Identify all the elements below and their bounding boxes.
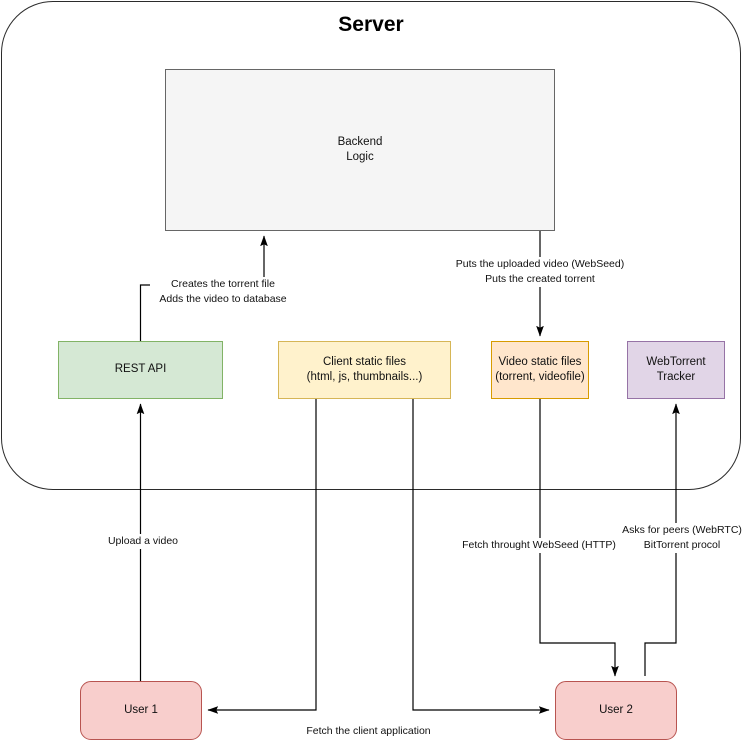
node-rest-api[interactable]: REST API (58, 341, 223, 399)
node-backend-logic-label: Backend Logic (337, 135, 383, 163)
node-client-static-files[interactable]: Client static files (html, js, thumbnail… (278, 341, 451, 399)
node-user-1[interactable]: User 1 (80, 681, 202, 740)
node-client-static-files-label: Client static files (html, js, thumbnail… (306, 355, 423, 383)
node-rest-api-label: REST API (114, 363, 167, 376)
node-video-static-files-label: Video static files (torrent, videofile) (495, 355, 585, 383)
server-boundary-container (1, 1, 741, 490)
edge-label-creates-torrent: Creates the torrent file Adds the video … (150, 277, 296, 307)
node-user-1-label: User 1 (124, 703, 158, 716)
edge-label-puts-video: Puts the uploaded video (WebSeed) Puts t… (422, 257, 658, 287)
edge-label-fetch-webseed: Fetch throught WebSeed (HTTP) (450, 538, 628, 553)
node-user-2[interactable]: User 2 (555, 681, 677, 740)
node-webtorrent-tracker[interactable]: WebTorrent Tracker (627, 341, 725, 399)
node-backend-logic[interactable]: Backend Logic (165, 69, 555, 231)
node-user-2-label: User 2 (599, 703, 633, 716)
edge-label-upload-video: Upload a video (88, 534, 198, 549)
edge-label-asks-for-peers: Asks for peers (WebRTC) BitTorrent proco… (618, 523, 742, 553)
edge-label-fetch-client-app: Fetch the client application (288, 724, 449, 739)
node-webtorrent-tracker-label: WebTorrent Tracker (646, 355, 706, 383)
server-title: Server (338, 13, 404, 36)
node-video-static-files[interactable]: Video static files (torrent, videofile) (491, 341, 589, 399)
